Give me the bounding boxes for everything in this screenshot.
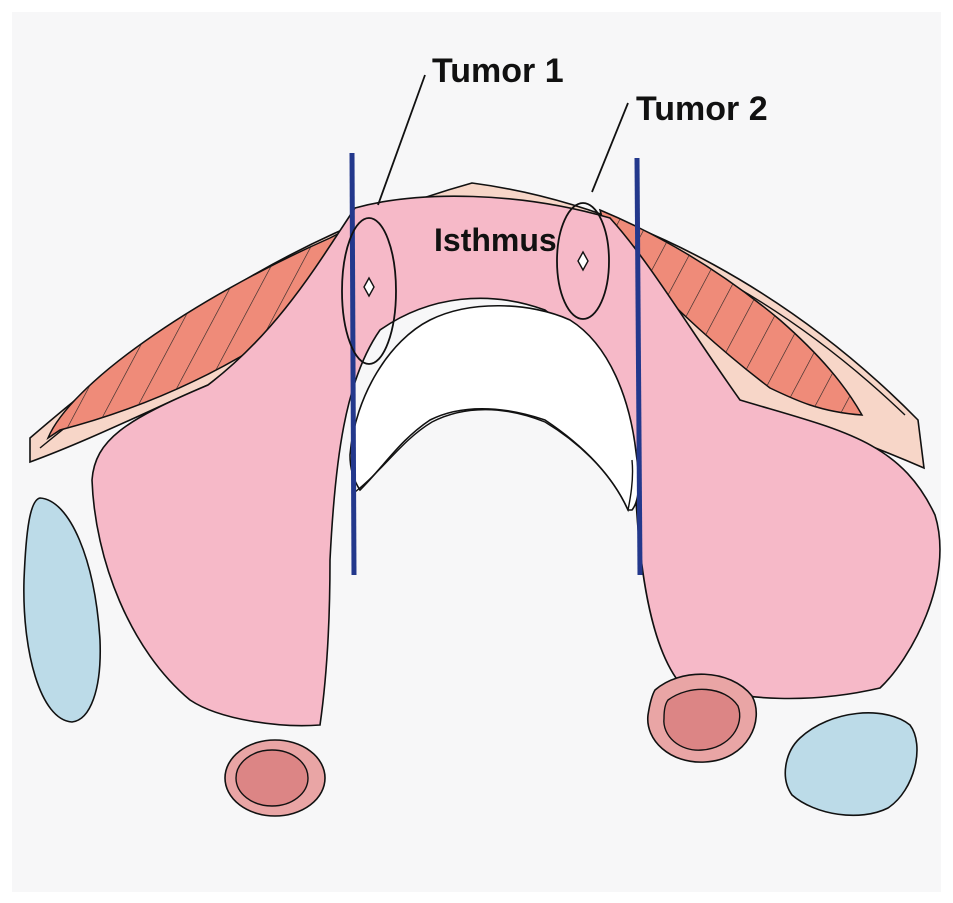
tumor-2-label: Tumor 2 xyxy=(636,90,768,128)
isthmus-label: Isthmus xyxy=(434,222,557,258)
left-resection-line xyxy=(352,153,354,575)
left-carotid-lumen xyxy=(236,750,308,806)
right-resection-line xyxy=(637,158,640,575)
tumor-1-label: Tumor 1 xyxy=(432,52,564,90)
